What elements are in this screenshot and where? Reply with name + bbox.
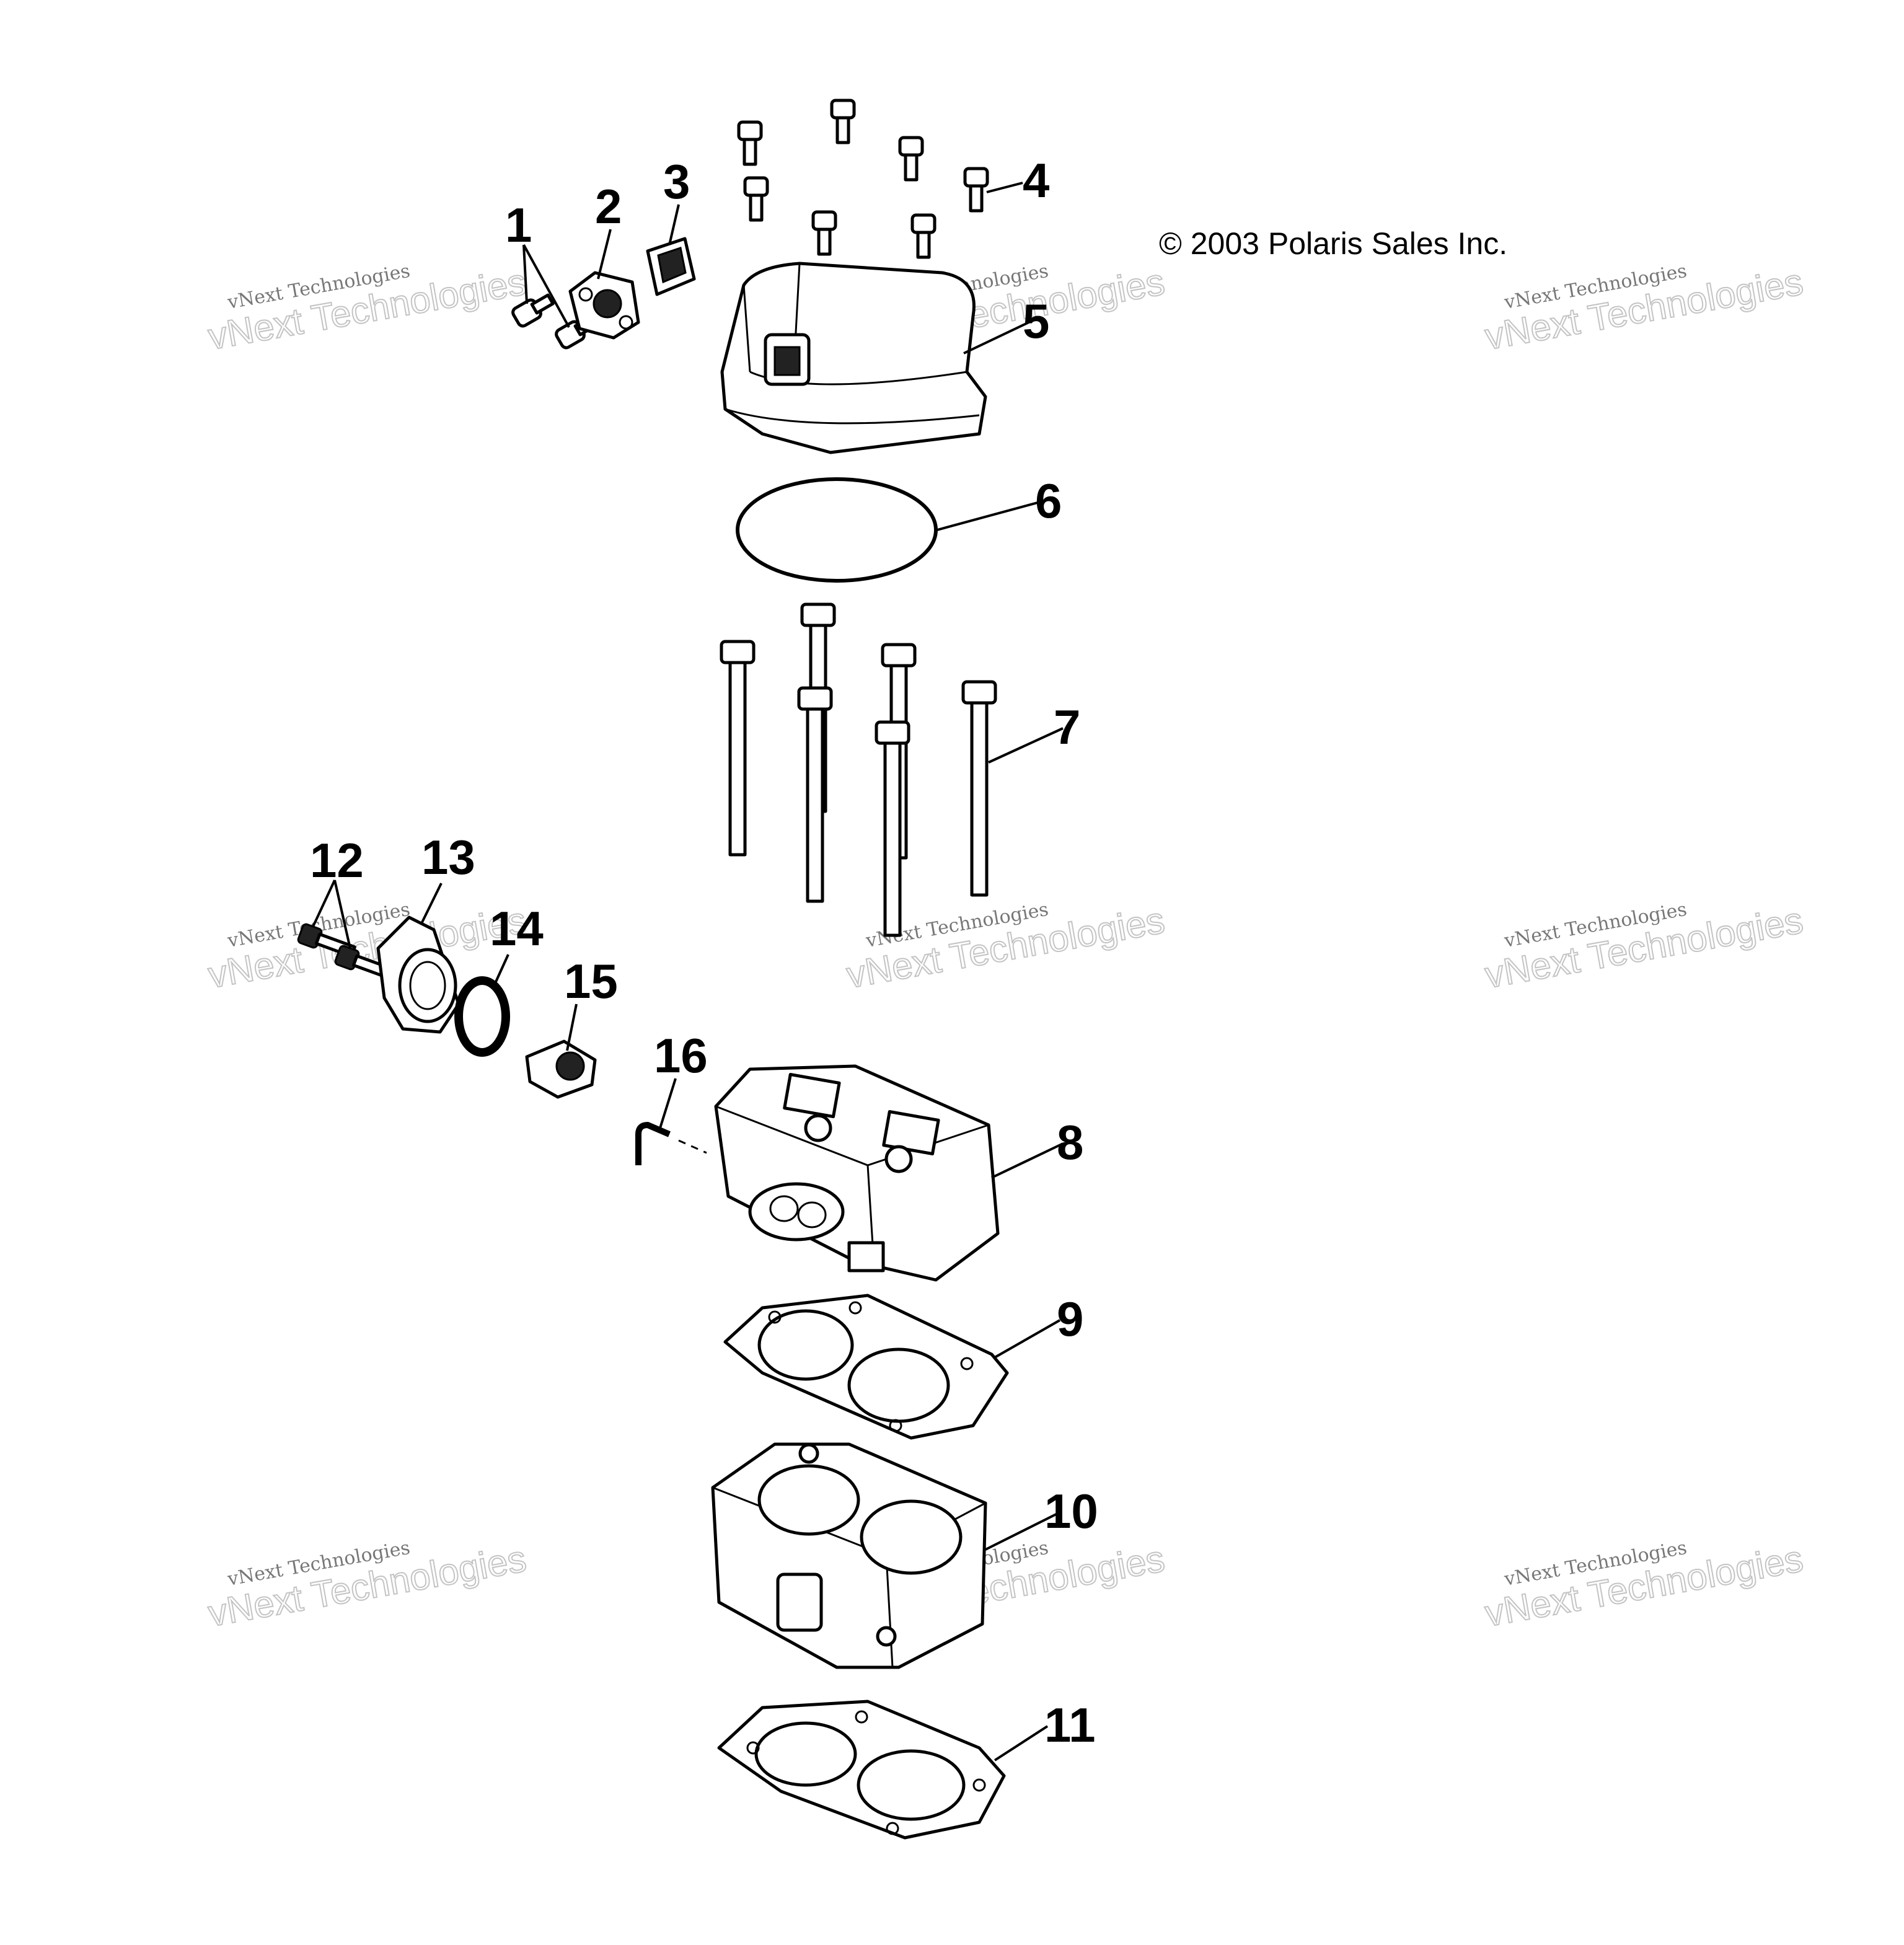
- callout-9: 9: [1057, 1292, 1083, 1346]
- part-11-base-gasket: [717, 1700, 1006, 1840]
- part-8-cylinder-head: [714, 1064, 1000, 1282]
- part-4-bolts: [737, 99, 989, 259]
- part-10-cylinder: [711, 1442, 987, 1669]
- part-16-fitting: [635, 1122, 707, 1165]
- watermark: vNext Technologies vNext Technologies: [205, 260, 530, 358]
- part-2-sensor: [568, 271, 640, 340]
- part-7-head-bolts: [720, 602, 997, 937]
- part-5-valve-cover: [720, 262, 987, 454]
- callout-11: 11: [1044, 1698, 1095, 1752]
- callout-14: 14: [490, 901, 544, 956]
- callout-16: 16: [654, 1028, 708, 1083]
- watermark: vNext Technologies vNext Technologies: [1481, 1537, 1807, 1635]
- leader-lines: [312, 182, 1064, 1762]
- watermark: vNext Technologies vNext Technologies: [1481, 260, 1807, 358]
- callout-12: 12: [310, 833, 364, 888]
- watermark: vNext Technologies vNext Technologies: [205, 1537, 530, 1635]
- callout-13: 13: [421, 830, 475, 884]
- callout-15: 15: [564, 954, 618, 1008]
- copyright-text: © 2003 Polaris Sales Inc.: [1159, 226, 1507, 261]
- callout-3: 3: [663, 154, 690, 209]
- part-15-thermostat: [525, 1039, 597, 1099]
- part-3-seal: [646, 237, 696, 296]
- part-6-o-ring: [736, 477, 938, 583]
- callout-6: 6: [1035, 474, 1062, 528]
- part-13-thermostat-housing: [376, 915, 461, 1034]
- callout-labels: 1 2 3 4 5 6 7 8 9 10 11 12 13 14 15 16: [310, 153, 1098, 1752]
- watermark: vNext Technologies vNext Technologies: [1481, 899, 1807, 997]
- callout-1: 1: [505, 198, 532, 252]
- callout-2: 2: [595, 179, 622, 234]
- part-14-gasket: [454, 976, 510, 1057]
- callout-10: 10: [1044, 1484, 1098, 1538]
- callout-4: 4: [1023, 153, 1049, 208]
- callout-5: 5: [1023, 294, 1049, 348]
- callout-7: 7: [1054, 700, 1080, 754]
- part-9-head-gasket: [723, 1294, 1009, 1440]
- callout-8: 8: [1057, 1115, 1083, 1170]
